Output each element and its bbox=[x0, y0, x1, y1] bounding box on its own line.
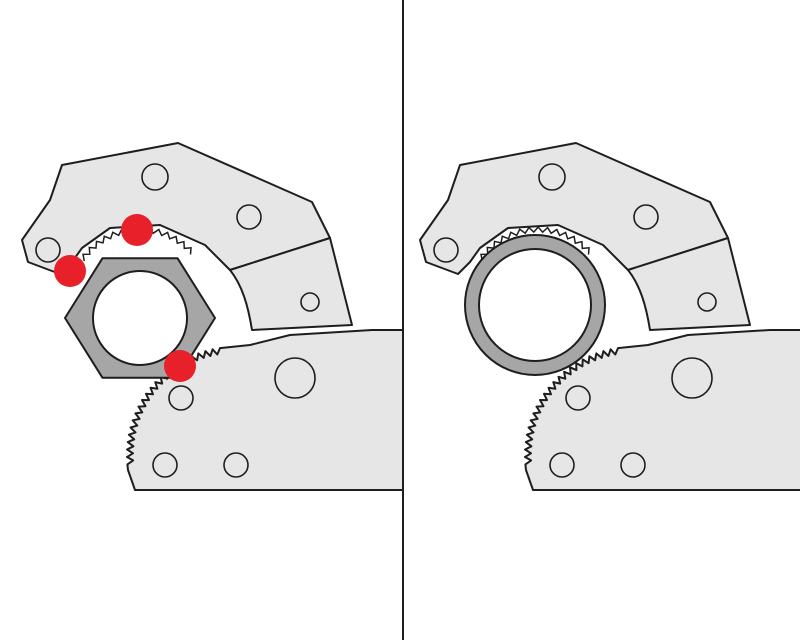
round-pipe-bore bbox=[478, 248, 592, 362]
upper-jaw-link bbox=[627, 237, 751, 331]
upper-jaw-inner-teeth bbox=[480, 225, 590, 262]
lower-jaw-hole bbox=[274, 357, 316, 399]
upper-jaw-hole bbox=[300, 292, 320, 312]
upper-jaw-body bbox=[419, 142, 729, 275]
lower-jaw-hole bbox=[620, 452, 646, 478]
round-pipe bbox=[464, 234, 606, 376]
upper-jaw bbox=[21, 142, 353, 331]
lower-jaw-hole bbox=[152, 452, 178, 478]
lower-jaw-hole bbox=[168, 385, 194, 411]
lower-jaw-hole bbox=[549, 452, 575, 478]
lower-jaw bbox=[524, 329, 800, 491]
upper-jaw-hole bbox=[433, 237, 459, 263]
lower-jaw-hole bbox=[671, 357, 713, 399]
upper-jaw-hole bbox=[633, 204, 659, 230]
contact-points bbox=[54, 214, 196, 382]
upper-jaw-hole bbox=[236, 204, 262, 230]
upper-jaw-link bbox=[229, 237, 353, 331]
hex-nut bbox=[64, 257, 216, 379]
panel-round-pipe bbox=[419, 142, 800, 491]
upper-jaw-hole bbox=[141, 163, 169, 191]
upper-jaw-hole bbox=[697, 292, 717, 312]
lower-jaw-body bbox=[524, 329, 800, 491]
contact-point bbox=[164, 350, 196, 382]
upper-jaw-hole bbox=[538, 163, 566, 191]
hex-nut-bore bbox=[92, 270, 188, 366]
lower-jaw-hole bbox=[223, 452, 249, 478]
upper-jaw-body bbox=[21, 142, 331, 275]
contact-point bbox=[54, 255, 86, 287]
upper-jaw-hole bbox=[35, 237, 61, 263]
lower-jaw bbox=[126, 329, 404, 491]
upper-jaw bbox=[419, 142, 751, 331]
lower-jaw-body bbox=[126, 329, 404, 491]
contact-point bbox=[121, 214, 153, 246]
panel-hex-nut bbox=[21, 142, 404, 491]
lower-jaw-hole bbox=[565, 385, 591, 411]
